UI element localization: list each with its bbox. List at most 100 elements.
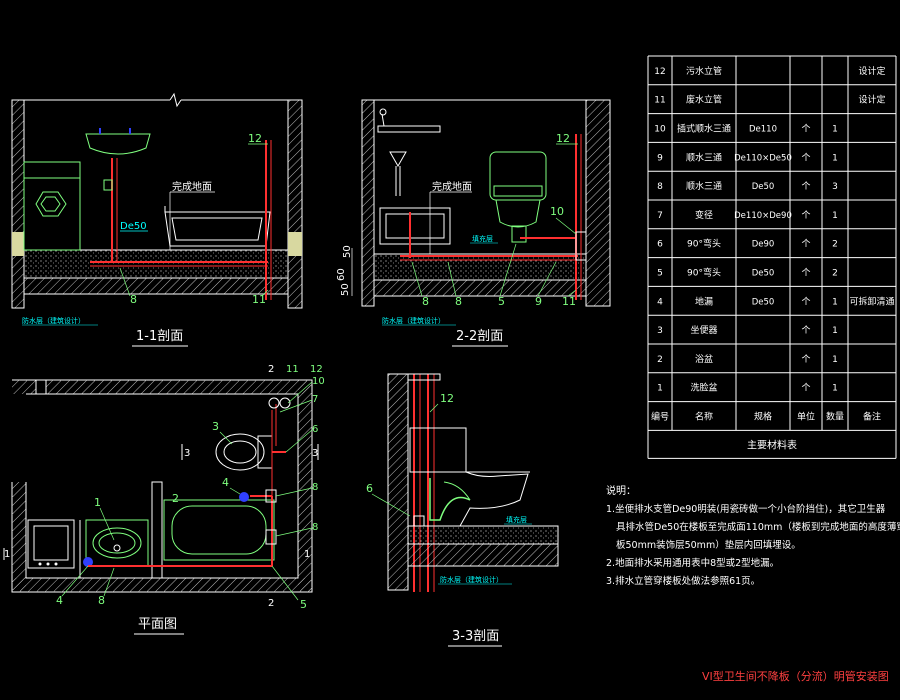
table-cell: 3 (832, 182, 838, 192)
table-cell: De50 (752, 182, 775, 192)
table-cell: 1 (832, 125, 838, 135)
table-cell: 个 (801, 181, 810, 192)
table-cell: 90°弯头 (687, 267, 721, 279)
table-cell: 洗脸盆 (690, 382, 717, 394)
washing-machine (27, 519, 75, 569)
section-mark-1b: 1 (304, 549, 310, 560)
view-title-2-2: 2-2剖面 (456, 329, 503, 344)
wall-right (287, 99, 303, 309)
callout-5: 5 (498, 295, 505, 308)
table-cell: 个 (801, 383, 810, 394)
callout-8: 8 (422, 295, 429, 308)
dim-50-top: 50 (342, 245, 353, 258)
table-caption: 主要材料表 (747, 438, 797, 451)
callout-6: 6 (312, 424, 318, 435)
note-line-1: 1.坐便排水支管De90明装(用瓷砖做一个小台阶挡住)，其它卫生器 (606, 503, 886, 515)
callout-10: 10 (550, 205, 564, 218)
callout-7: 7 (312, 394, 318, 405)
callout-8a: 8 (312, 482, 318, 493)
note-line-4: 2.地面排水采用通用表中8型或2型地漏。 (606, 557, 779, 569)
washing-machine (23, 161, 81, 251)
table-cell: 1 (657, 384, 663, 394)
table-cell: 4 (657, 297, 663, 307)
table-cell: 12 (654, 67, 665, 77)
pipe-size-label-1: De50 (120, 221, 147, 232)
table-cell: 7 (657, 211, 663, 221)
section-3-3: 填充层 防水层（建筑设计） 12 6 3-3剖面 (366, 373, 559, 647)
view-title-3-3: 3-3剖面 (452, 629, 499, 644)
table-cell: De110×De90 (734, 211, 792, 221)
callout-12: 12 (310, 364, 323, 375)
table-cell: 8 (657, 182, 663, 192)
wall-left (11, 99, 25, 309)
table-cell: 可拆卸清通 (849, 295, 894, 307)
table-cell: 11 (654, 96, 665, 106)
table-cell: 个 (801, 354, 810, 365)
table-cell: 个 (801, 124, 810, 135)
table-cell: 设计定 (858, 94, 885, 106)
table-cell: 2 (832, 269, 838, 279)
table-cell: 3 (657, 326, 663, 336)
table-cell: 污水立管 (686, 65, 722, 77)
callout-9: 9 (535, 295, 542, 308)
section-mark-3b: 3 (312, 448, 318, 459)
callout-1: 1 (94, 496, 101, 509)
floor-slab (23, 277, 289, 295)
view-title-plan: 平面图 (138, 617, 177, 632)
table-cell: 1 (832, 297, 838, 307)
wall-right (585, 99, 611, 307)
waterproof-label-3: 防水层（建筑设计） (440, 575, 503, 584)
callout-8b: 8 (455, 295, 462, 308)
table-header: 名称 (695, 411, 713, 423)
waterproof-label-2: 防水层（建筑设计） (382, 316, 445, 325)
callout-12: 12 (556, 132, 570, 145)
table-cell: 顺水三通 (686, 151, 722, 163)
table-cell: 90°弯头 (687, 238, 721, 250)
finish-floor-label-1: 完成地面 (172, 180, 212, 193)
toilet (489, 151, 547, 243)
table-cell: 1 (832, 326, 838, 336)
table-cell: De90 (752, 240, 775, 250)
callout-4b: 4 (56, 594, 63, 607)
section-mark-2b: 2 (268, 598, 274, 609)
callout-2: 2 (172, 492, 179, 505)
bathtub (164, 206, 271, 247)
finish-floor-label-2: 完成地面 (432, 180, 472, 193)
table-cell: 地漏 (695, 295, 713, 307)
floor-fill (373, 253, 587, 281)
notes-heading: 说明： (606, 484, 636, 497)
callout-8: 8 (130, 293, 137, 306)
toilet (409, 427, 530, 527)
table-cell: 浴盆 (695, 353, 713, 365)
plan-view: 1 1 2 2 3 3 11 12 10 7 6 3 4 2 1 8 8 4 8… (3, 364, 325, 635)
callout-8b: 8 (312, 522, 318, 533)
table-cell: 1 (832, 384, 838, 394)
table-cell: 顺水三通 (686, 180, 722, 192)
table-cell: De50 (752, 269, 775, 279)
callout-6: 6 (366, 482, 373, 495)
table-cell: 个 (801, 268, 810, 279)
section-mark-2a: 2 (268, 364, 274, 375)
wall-left (361, 99, 375, 307)
note-line-5: 3.排水立管穿楼板处做法参照61页。 (606, 575, 760, 587)
waterproof-label-1: 防水层（建筑设计） (22, 316, 85, 325)
dim-60: 60 (336, 268, 347, 281)
drawing-title: VI型卫生间不降板（分流）明管安装图 (702, 669, 889, 683)
table-cell: De110 (749, 125, 777, 135)
table-cell: 5 (657, 269, 663, 279)
wash-basin (377, 108, 441, 196)
section-mark-3a: 3 (184, 448, 190, 459)
table-header: 备注 (863, 411, 881, 423)
callout-3: 3 (212, 420, 219, 433)
wash-basin (85, 128, 151, 262)
table-header: 规格 (754, 411, 772, 423)
callout-4: 4 (222, 476, 229, 489)
floor-drain-icon (239, 492, 249, 502)
table-cell: 设计定 (858, 65, 885, 77)
bathtub (379, 207, 451, 258)
callout-12: 12 (440, 392, 454, 405)
callout-11: 11 (562, 295, 576, 308)
floor-fill (407, 525, 559, 545)
